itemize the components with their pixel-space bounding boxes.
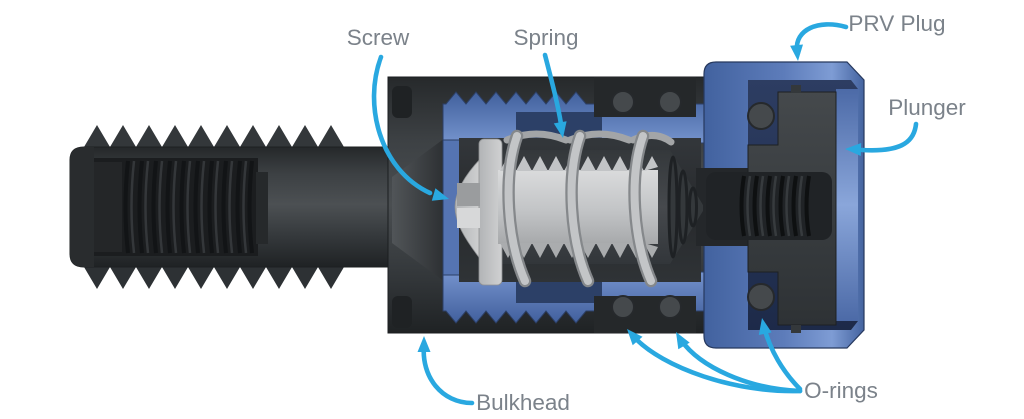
screw-thread-bottom: [500, 243, 658, 258]
arrowhead-icon: [627, 329, 643, 346]
label-screw: Screw: [347, 25, 410, 50]
o-ring-pocket-bottom: [594, 296, 696, 333]
body-notch-bottom: [392, 296, 412, 328]
plunger-arrow: [859, 121, 919, 153]
bolt-bore-thread-ridges-light: [130, 160, 248, 254]
screw-recess-upper: [457, 183, 480, 206]
plug-inner-wall-highlight: [836, 89, 858, 321]
o-rings-arrow-2: [678, 337, 803, 394]
bulkhead-bolt: [69, 125, 393, 289]
arrowhead-icon: [553, 121, 567, 138]
o-ring-icon: [611, 295, 635, 319]
plunger-nub-bottom: [791, 325, 801, 333]
spring: [502, 129, 658, 288]
bolt-bore-end-step: [256, 172, 268, 244]
o-ring-icon: [747, 283, 775, 311]
label-o-rings: O-rings: [804, 378, 878, 403]
plunger-bore-ridges-dark: [739, 175, 811, 237]
arrowhead-icon: [758, 318, 772, 335]
screw-arrow: [371, 54, 433, 196]
large-o-rings: [747, 102, 775, 311]
o-ring-icon: [658, 90, 682, 114]
label-spring: Spring: [513, 25, 578, 50]
spring-front-coils: [504, 132, 655, 285]
o-ring-icon: [658, 295, 682, 319]
callout-arrowheads: [417, 44, 862, 352]
label-prv-plug: PRV Plug: [848, 11, 945, 36]
label-plunger: Plunger: [888, 95, 966, 120]
bolt-thread-bottom: [84, 264, 344, 289]
bulkhead-arrow: [421, 342, 475, 406]
plunger-bore-ridges-light: [746, 175, 804, 237]
arrowhead-icon: [845, 143, 862, 156]
spring-arrow: [542, 52, 564, 127]
arrowhead-icon: [431, 188, 449, 201]
plunger-nub-top: [791, 85, 801, 93]
o-ring-icon: [747, 102, 775, 130]
bolt-end-face: [70, 147, 94, 267]
arrowhead-icon: [417, 336, 431, 352]
screw-recess-lower: [457, 208, 480, 228]
label-bulkhead: Bulkhead: [476, 390, 570, 415]
prv-plug-arrow: [794, 22, 849, 53]
body-notch-top: [392, 86, 412, 118]
bolt-bore-thread-ridges-dark: [123, 160, 254, 254]
o-ring-icon: [611, 90, 635, 114]
arrowhead-icon: [790, 44, 803, 61]
arrowhead-icon: [676, 332, 690, 350]
callout-labels: Screw Spring PRV Plug Plunger Bulkhead O…: [347, 11, 967, 415]
screw-thread-top: [500, 156, 658, 171]
bolt-thread-top: [84, 125, 344, 150]
plunger: [706, 85, 837, 333]
cone-groove-rings: [667, 155, 698, 259]
small-o-rings: [611, 90, 682, 319]
bolt-counterbore: [94, 162, 122, 252]
